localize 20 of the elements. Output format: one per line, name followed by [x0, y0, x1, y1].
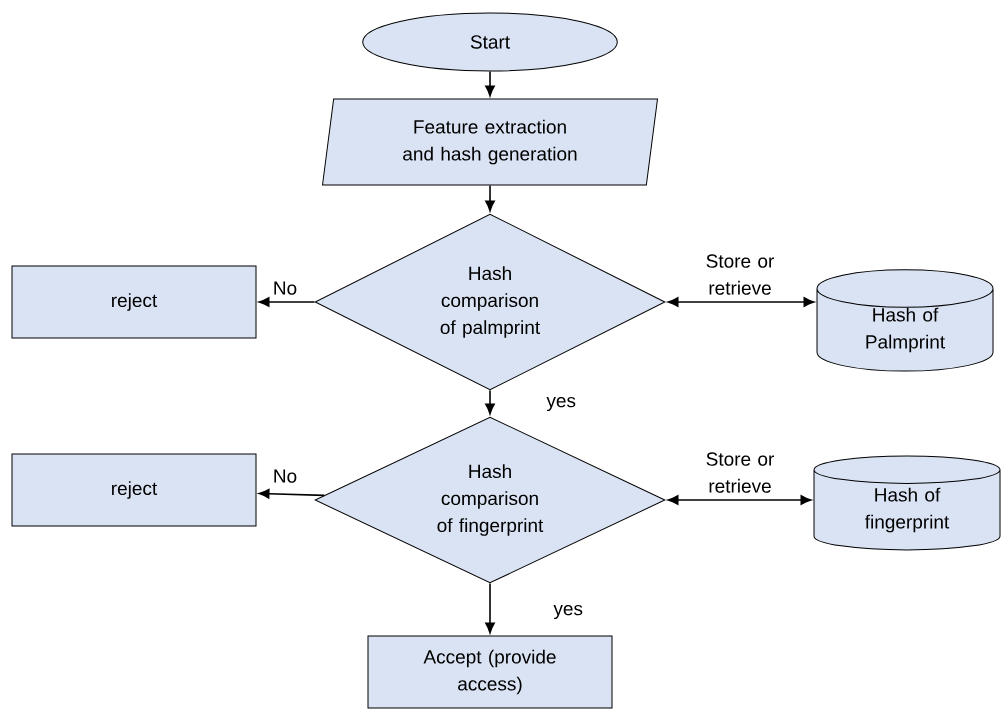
- edge-label: No: [274, 469, 297, 483]
- database-cylinder: Hash of fingerprint: [813, 455, 1001, 551]
- arrow: [258, 488, 326, 499]
- arrow: [485, 184, 495, 212]
- edge-label: Store or retrieve: [706, 254, 774, 295]
- process-box: Accept (provide access): [367, 635, 613, 709]
- arrow: [667, 297, 815, 307]
- process-parallelogram: Feature extraction and hash generation: [322, 98, 658, 186]
- process-box: reject: [11, 265, 257, 339]
- edge-label: yes: [553, 604, 583, 620]
- edge-label: yes: [546, 396, 576, 412]
- process-box: reject: [11, 453, 257, 527]
- arrow: [485, 70, 495, 97]
- arrow: [667, 495, 812, 505]
- edge-label: No: [274, 281, 297, 295]
- arrow: [258, 297, 316, 307]
- arrow: [485, 582, 495, 634]
- edge-label: Store or retrieve: [706, 452, 774, 493]
- database-cylinder: Hash of Palmprint: [816, 269, 994, 372]
- arrow: [485, 389, 495, 415]
